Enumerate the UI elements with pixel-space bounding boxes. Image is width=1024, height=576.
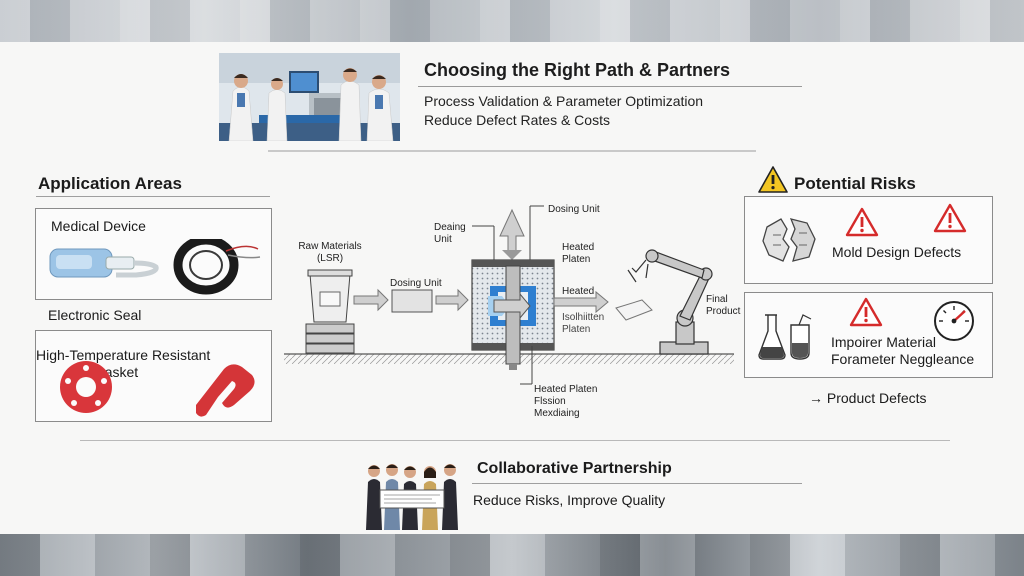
background-factory-bottom: [0, 534, 1024, 576]
alert-icon: [845, 207, 879, 237]
header-subtitle-1: Process Validation & Parameter Optimizat…: [424, 93, 704, 109]
gasket-icon: [60, 361, 255, 417]
medical-device-label: Medical Device: [51, 218, 146, 234]
partnership-divider: [472, 483, 802, 484]
partnership-subtitle: Reduce Risks, Improve Quality: [473, 492, 666, 508]
mold-defects-box: Mold Design Defects: [744, 196, 993, 284]
raw-materials-container: [305, 269, 355, 354]
broken-mold-icon: [762, 218, 816, 262]
product-defects-label: → Product Defects: [809, 390, 927, 406]
dosing-unit-top-label: Dosing Unit: [548, 204, 600, 215]
applications-title: Application Areas: [38, 174, 182, 193]
dosing-unit-label: Dosing Unit: [390, 278, 442, 289]
partnership-title: Collaborative Partnership: [477, 460, 672, 477]
heated-platen-bottom-label: Heated Platen: [534, 384, 598, 395]
background-factory-top: [0, 0, 1024, 42]
alert-icon: [849, 297, 883, 327]
process-diagram: Raw Materials(LSR) Dosing Unit Dosing Un…: [280, 196, 740, 426]
applications-divider: [36, 196, 270, 197]
dosing-unit-box: [391, 289, 433, 313]
fission-label: Flssion: [534, 396, 566, 407]
gauge-icon: [934, 301, 974, 341]
header-subtitle-2: Reduce Defect Rates & Costs: [424, 112, 610, 128]
risks-title: Potential Risks: [794, 174, 916, 193]
partners-team-icon: [366, 464, 458, 530]
robot-arm-icon: [627, 249, 713, 355]
header-separator: [268, 150, 756, 152]
raw-materials-label: Raw Materials(LSR): [298, 241, 362, 264]
lab-flasks-icon: [758, 314, 812, 360]
mold-defects-label: Mold Design Defects: [832, 244, 962, 260]
mexdiaing-label: Mexdiaing: [534, 408, 580, 419]
mold-press: [471, 259, 555, 370]
warning-icon: [758, 166, 788, 193]
medical-device-box: Medical Device: [35, 208, 272, 300]
medical-device-icon: [49, 239, 261, 295]
alert-icon: [933, 203, 967, 233]
electronic-seal-label: Electronic Seal: [48, 307, 142, 323]
header-divider: [418, 86, 802, 87]
footer-separator: [80, 440, 950, 441]
final-product-shape: [615, 299, 653, 321]
header-title: Choosing the Right Path & Partners: [424, 60, 731, 80]
engineers-photo: [219, 53, 400, 141]
heated-label: Heated: [562, 286, 595, 297]
